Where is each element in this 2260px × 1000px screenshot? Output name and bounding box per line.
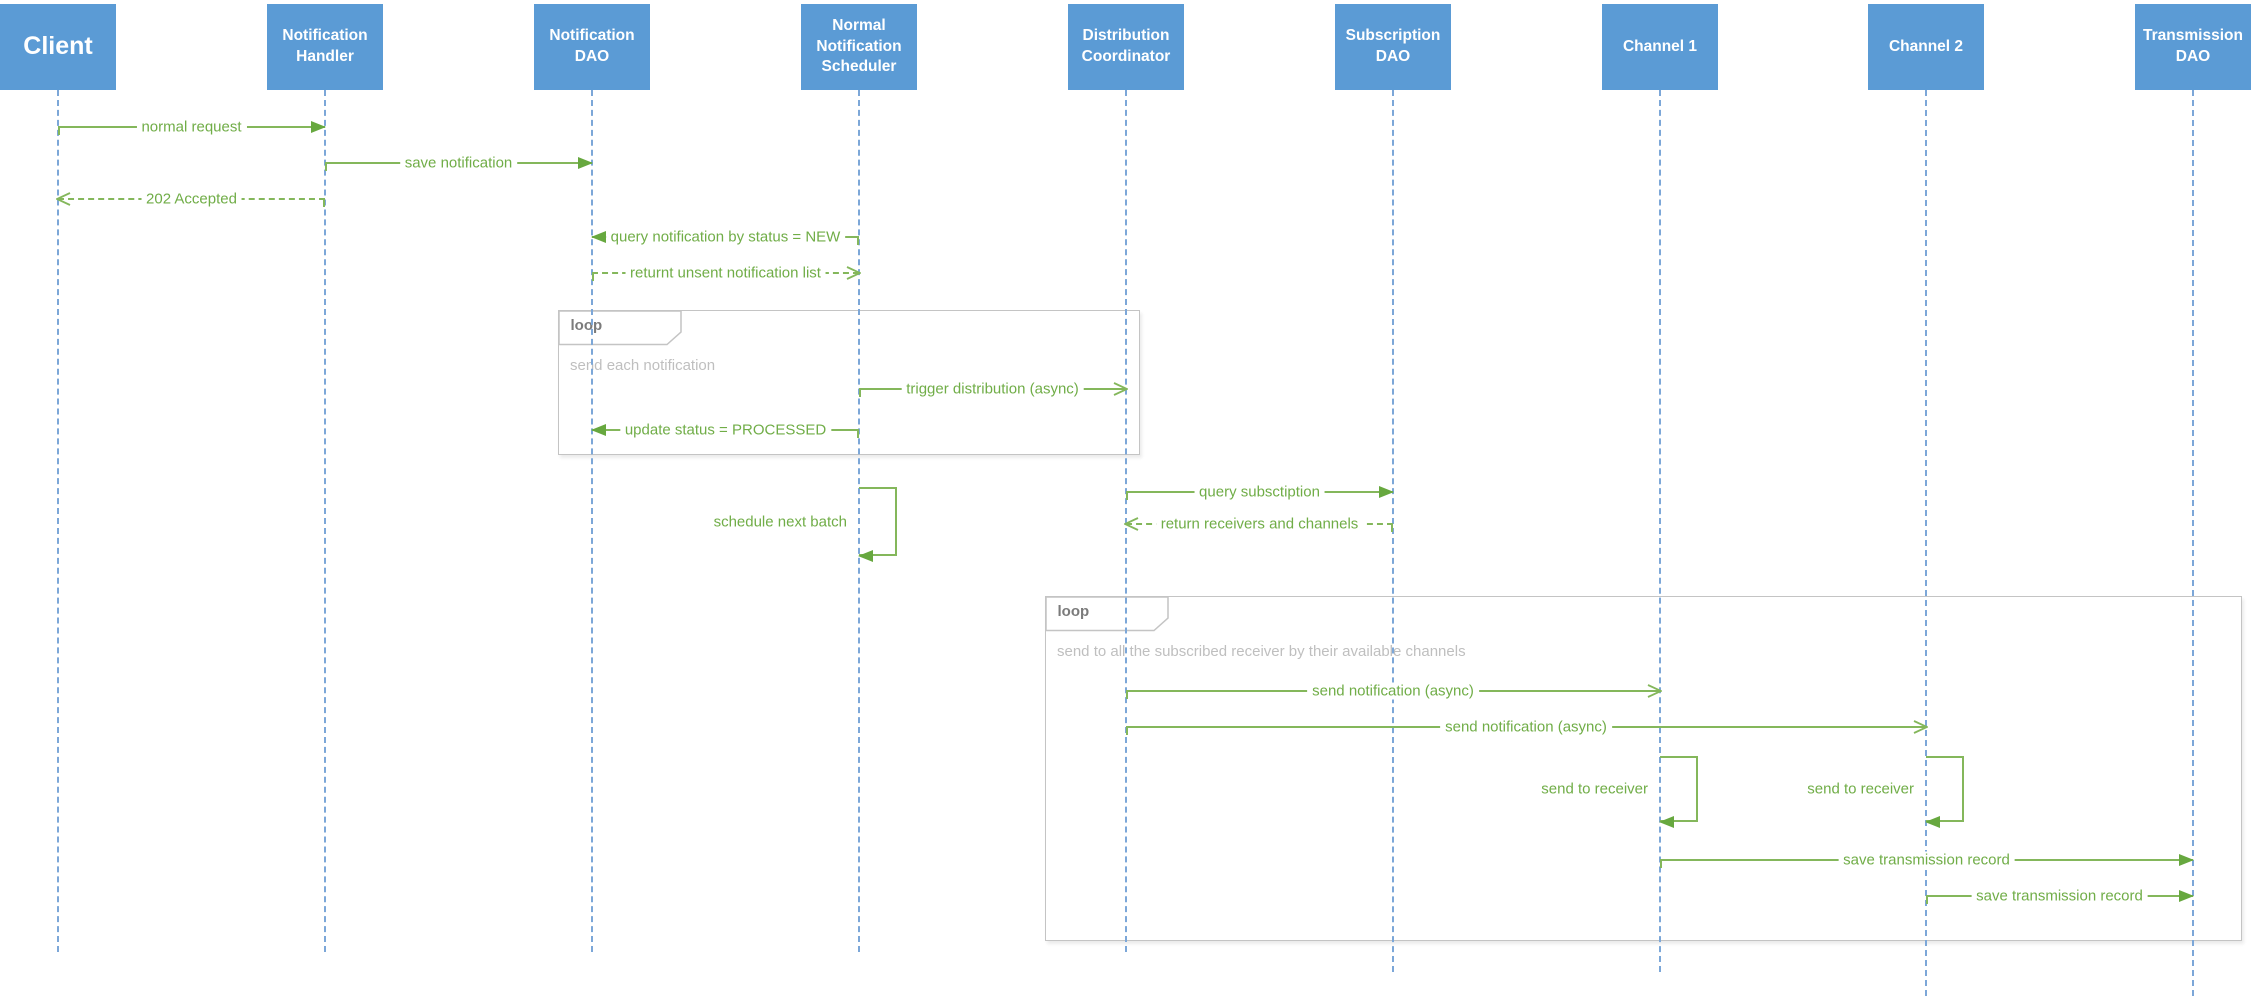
arrowhead-filled-icon xyxy=(2179,854,2194,866)
message-label: send to receiver xyxy=(1804,780,1917,798)
arrowhead-open-icon xyxy=(1913,720,1928,734)
loop-tab: loop xyxy=(557,309,683,346)
message-label: trigger distribution (async) xyxy=(901,380,1084,398)
lifeline-subscription-dao xyxy=(1392,90,1394,972)
message-label: returnt unsent notification list xyxy=(625,264,826,282)
arrowhead-open-icon xyxy=(56,192,71,206)
participant-transmission-dao: Transmission DAO xyxy=(2135,4,2251,90)
arrowhead-open-icon xyxy=(1124,517,1139,531)
message-label: normal request xyxy=(136,118,247,136)
lifeline-transmission-dao xyxy=(2192,90,2194,996)
lifeline-channel-2 xyxy=(1925,90,1927,996)
message-origin-tick xyxy=(857,237,859,245)
message-label: return receivers and channels xyxy=(1155,515,1364,533)
message-origin-tick xyxy=(592,273,594,281)
arrowhead-filled-icon xyxy=(2179,890,2194,902)
arrowhead-filled-icon xyxy=(311,121,326,133)
participant-channel-1: Channel 1 xyxy=(1602,4,1718,90)
arrowhead-filled-icon xyxy=(591,424,606,436)
participant-client: Client xyxy=(0,4,116,90)
participant-label: Client xyxy=(23,32,93,61)
message-label: schedule next batch xyxy=(710,513,850,530)
loop-guard: send to all the subscribed receiver by t… xyxy=(1057,643,1466,660)
self-message-12-send-to-receiver: send to receiver xyxy=(1538,756,1698,828)
self-message-13-send-to-receiver: send to receiver xyxy=(1804,756,1964,828)
message-label: update status = PROCESSED xyxy=(619,421,832,439)
participant-distribution-coordinator: Distribution Coordinator xyxy=(1068,4,1184,90)
message-label: send to receiver xyxy=(1538,780,1651,798)
self-message-8-schedule-next-batch: schedule next batch xyxy=(710,487,897,562)
arrowhead-open-icon xyxy=(1113,382,1128,396)
lifeline-distribution-coordinator xyxy=(1125,90,1127,952)
loop-tab-icon xyxy=(557,309,682,345)
message-origin-tick xyxy=(325,163,327,171)
arrowhead-open-icon xyxy=(846,266,861,280)
loop-fragment-2: loop send to all the subscribed receiver … xyxy=(1044,595,2242,941)
arrowhead-filled-icon xyxy=(1925,815,1940,828)
message-label: send notification (async) xyxy=(1307,682,1479,700)
participant-label: Distribution Coordinator xyxy=(1081,27,1171,65)
message-origin-tick xyxy=(1126,727,1128,735)
message-origin-tick xyxy=(1126,492,1128,500)
message-origin-tick xyxy=(323,199,325,207)
participant-channel-2: Channel 2 xyxy=(1868,4,1984,90)
loop-fragment-1: loop send each notification xyxy=(557,309,1140,455)
message-label: save transmission record xyxy=(1838,851,2015,869)
lifeline-normal-notification-scheduler xyxy=(858,90,860,952)
arrowhead-filled-icon xyxy=(578,157,593,169)
loop-guard: send each notification xyxy=(570,357,716,374)
message-origin-tick xyxy=(1926,896,1928,904)
lifeline-notification-handler xyxy=(324,90,326,952)
participant-label: Channel 2 xyxy=(1888,37,1964,55)
loop-keyword: loop xyxy=(570,316,603,334)
loop-tab-icon xyxy=(1044,595,1169,631)
participant-label: Subscription DAO xyxy=(1345,27,1441,65)
participant-label: Normal Notification Scheduler xyxy=(816,16,902,76)
lifeline-notification-dao xyxy=(591,90,593,952)
arrowhead-filled-icon xyxy=(858,549,873,562)
message-origin-tick xyxy=(58,127,60,135)
loop-keyword: loop xyxy=(1057,602,1090,620)
loop-tab: loop xyxy=(1044,595,1170,632)
message-label: query notification by status = NEW xyxy=(605,228,846,246)
arrowhead-filled-icon xyxy=(1659,815,1674,828)
participant-notification-dao: Notification DAO xyxy=(534,4,650,90)
message-origin-tick xyxy=(1391,524,1393,532)
message-origin-tick xyxy=(857,430,859,438)
lifeline-client xyxy=(57,90,59,952)
participant-normal-notification-scheduler: Normal Notification Scheduler xyxy=(801,4,917,90)
participant-label: Notification DAO xyxy=(549,27,635,65)
message-label: query subsctiption xyxy=(1194,483,1325,501)
arrowhead-filled-icon xyxy=(591,231,606,243)
message-label: send notification (async) xyxy=(1440,718,1612,736)
message-origin-tick xyxy=(1126,691,1128,699)
message-label: 202 Accepted xyxy=(141,190,242,208)
arrowhead-open-icon xyxy=(1647,684,1662,698)
participant-label: Notification Handler xyxy=(282,27,368,65)
participant-notification-handler: Notification Handler xyxy=(267,4,383,90)
participant-subscription-dao: Subscription DAO xyxy=(1335,4,1451,90)
message-label: save notification xyxy=(399,154,518,172)
arrowhead-filled-icon xyxy=(1379,486,1394,498)
message-origin-tick xyxy=(1660,860,1662,868)
message-label: save transmission record xyxy=(1971,887,2148,905)
lifeline-channel-1 xyxy=(1659,90,1661,972)
participant-label: Channel 1 xyxy=(1622,37,1698,55)
message-origin-tick xyxy=(859,389,861,397)
participant-label: Transmission DAO xyxy=(2143,27,2243,65)
